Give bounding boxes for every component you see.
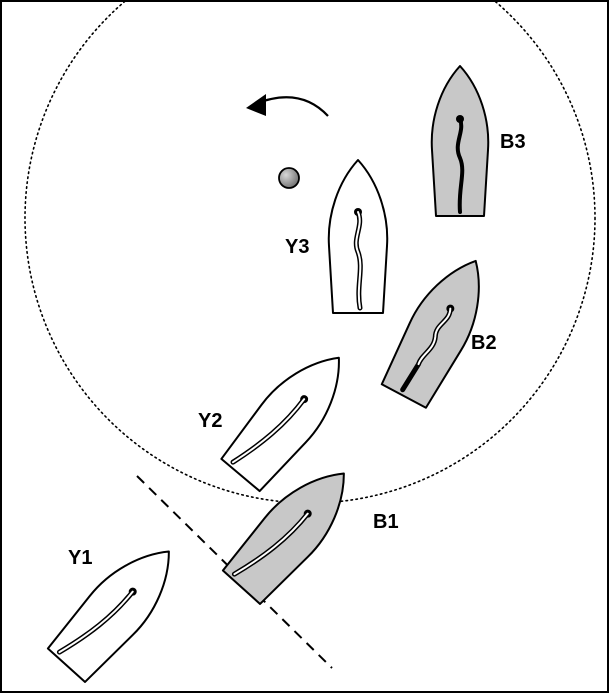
boat-b2 bbox=[380, 259, 480, 409]
label-y3: Y3 bbox=[285, 236, 309, 258]
rounding-direction-arrow-icon bbox=[246, 94, 329, 117]
boat-b2-hull bbox=[380, 259, 480, 409]
label-b1: B1 bbox=[373, 511, 399, 533]
mark-buoy bbox=[278, 167, 300, 189]
zone-circle bbox=[24, 0, 596, 504]
boat-y1 bbox=[46, 550, 170, 683]
label-y1: Y1 bbox=[68, 547, 92, 569]
label-b2: B2 bbox=[471, 332, 497, 354]
label-y2: Y2 bbox=[198, 410, 222, 432]
boat-b3 bbox=[430, 65, 490, 217]
boat-y3 bbox=[327, 159, 389, 314]
boat-y2 bbox=[220, 356, 340, 493]
boat-b3-sail bbox=[455, 117, 465, 214]
label-b3: B3 bbox=[500, 131, 526, 153]
boat-b1 bbox=[221, 472, 345, 605]
